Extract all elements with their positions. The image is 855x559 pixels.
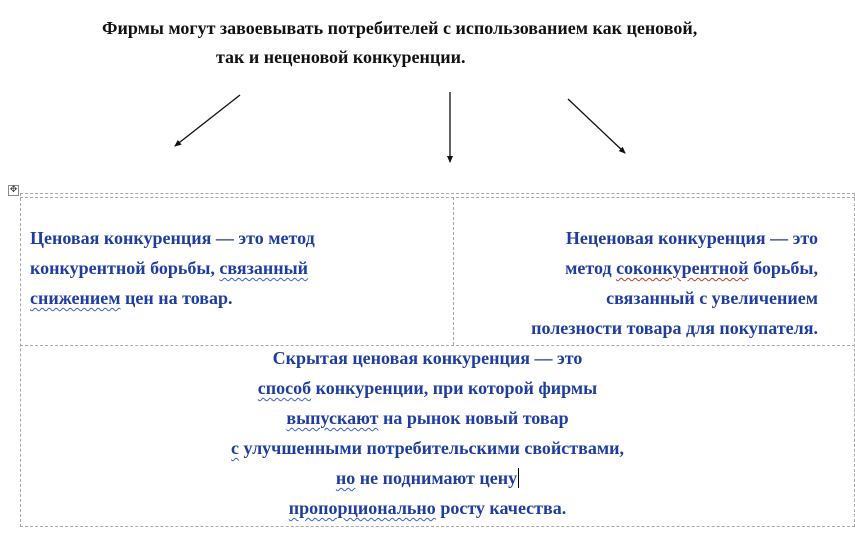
cell-text-segment: улучшенными потребительскими свойствами, [239,438,624,458]
cell-text-segment: цен на товар. [120,288,233,308]
cell-line: но не поднимают цену [10,463,845,493]
arrow-right [567,98,626,154]
heading-line-2[interactable]: так и неценовой конкуренции. [216,47,466,67]
table-cell-hidden-price-competition[interactable]: Скрытая ценовая конкуренция — это способ… [20,343,855,523]
grammar-flagged-word[interactable]: связанный [219,258,309,278]
cell-text-segment: не поднимают цену [355,468,518,488]
cell-line: Ценовая конкуренция — это метод [30,228,315,248]
table-cell-non-price-competition[interactable]: Неценовая конкуренция — это метод соконк… [531,223,818,343]
table-cell-price-competition[interactable]: Ценовая конкуренция — это метод конкурен… [30,223,315,313]
grammar-flagged-word[interactable]: с [231,438,240,458]
heading-line-1[interactable]: Фирмы могут завоевывать потребителей с и… [102,18,698,38]
table-row-divider [20,345,855,346]
cell-line: снижением цен на товар. [30,283,315,313]
cell-line: метод соконкурентной борьбы, [531,253,818,283]
spelling-flagged-word[interactable]: соконкурентной [616,258,749,278]
cell-line: связанный с увеличением [606,288,818,308]
move-icon[interactable]: ✥ [8,185,19,196]
cell-line: полезности товара для покупателя. [531,318,818,338]
grammar-flagged-word[interactable]: выпускают [286,408,379,428]
cell-line: Неценовая конкуренция — это [565,228,818,248]
grammar-flagged-word[interactable]: снижением [30,288,121,308]
cell-line: с улучшенными потребительскими свойствам… [10,433,845,463]
cell-text-segment: борьбы, [748,258,818,278]
cell-line: способ конкуренции, при которой фирмы [10,373,845,403]
cell-line: пропорционально росту качества. [10,493,845,523]
grammar-flagged-word[interactable]: способ [257,378,312,398]
table-column-divider [453,197,454,345]
cell-text-segment: конкурентной борьбы, [30,258,220,278]
table-border-top-inner [20,197,855,198]
cell-text-segment: росту качества. [435,498,567,518]
grammar-flagged-word[interactable]: но [335,468,356,488]
cell-text-segment: конкуренции, при которой фирмы [311,378,598,398]
cell-line: конкурентной борьбы, связанный [30,253,315,283]
cell-text-segment: на рынок новый товар [378,408,569,428]
cell-line: Скрытая ценовая конкуренция — это [272,348,583,368]
cell-line: выпускают на рынок новый товар [10,403,845,433]
table-border-top [20,193,855,194]
text-cursor [518,468,520,488]
table-border-bottom [20,526,855,527]
table-border-left [20,193,21,527]
cell-text-segment: метод [565,258,617,278]
arrow-left [174,94,241,147]
grammar-flagged-word[interactable]: пропорционально [288,498,436,518]
